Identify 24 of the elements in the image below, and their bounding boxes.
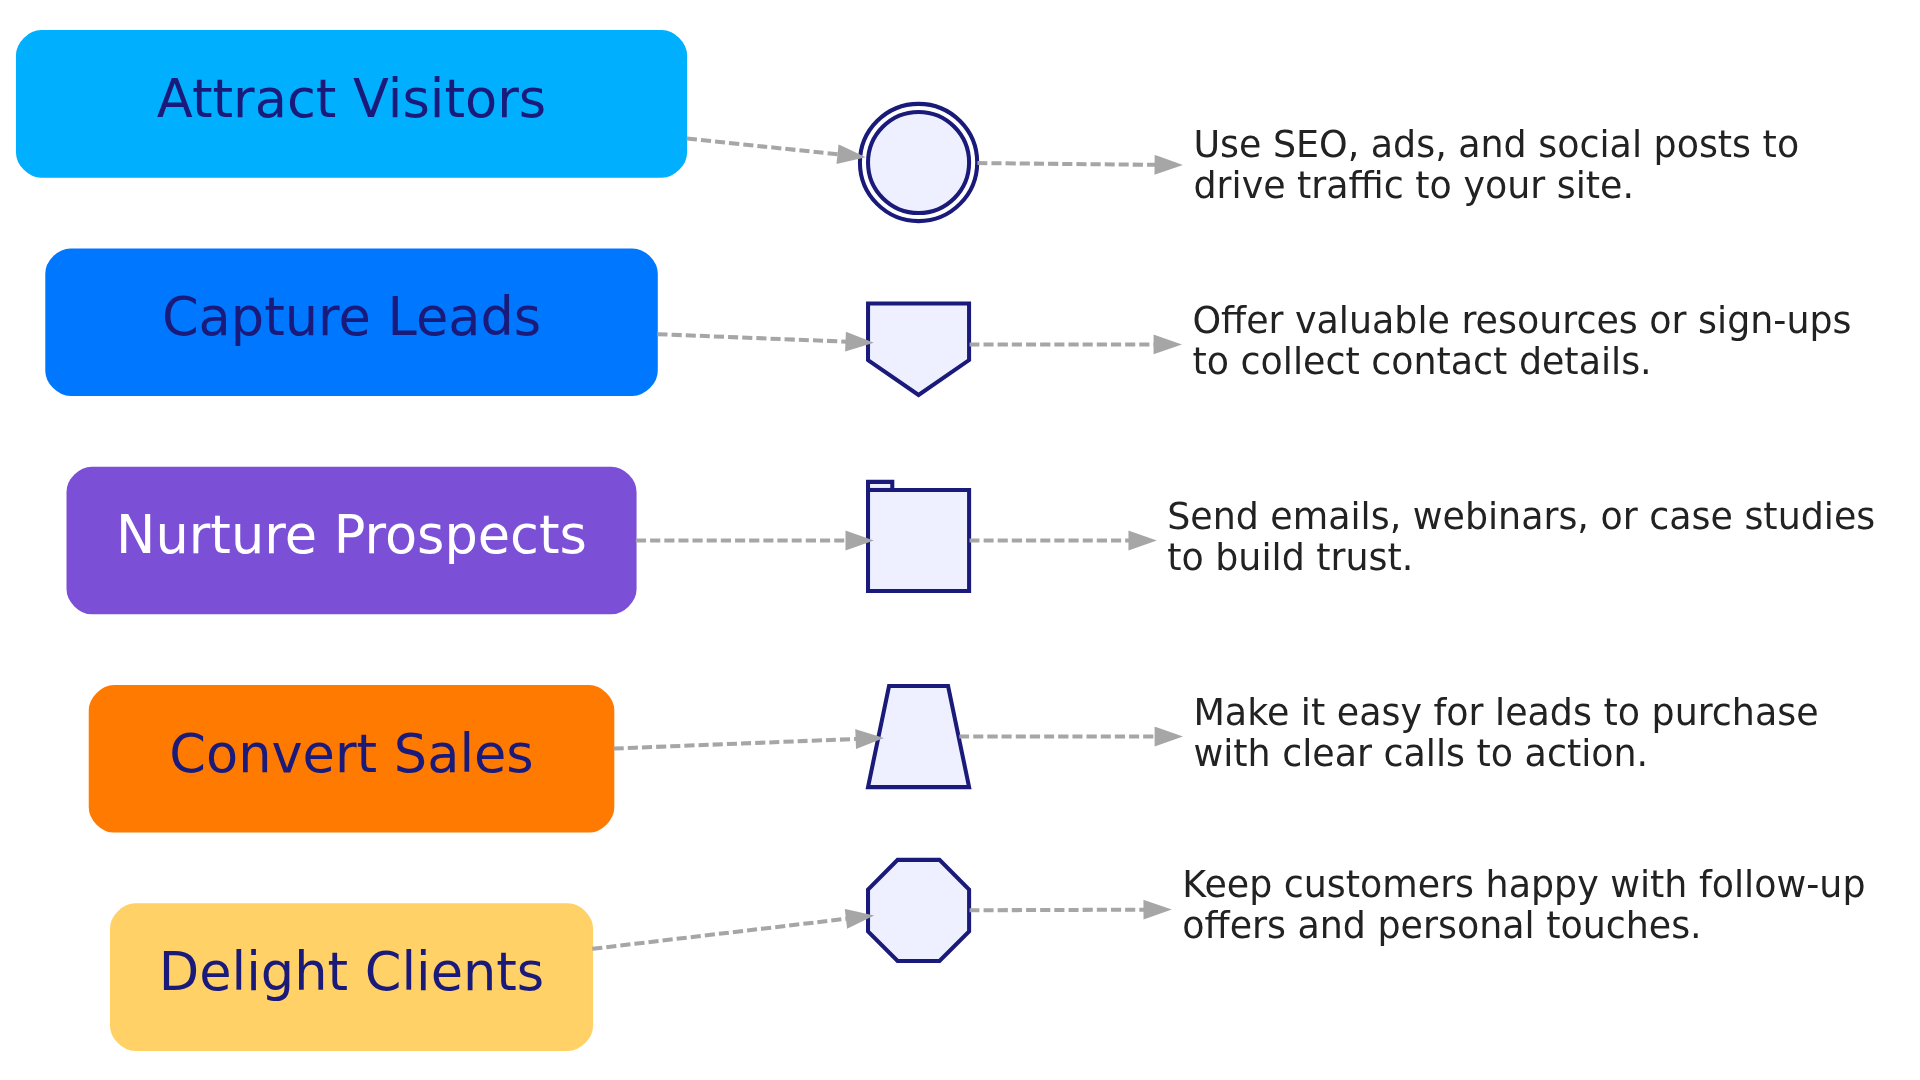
arrow <box>613 728 884 751</box>
node-text: Offer valuable resources or sign-ups to collect contact details. <box>1192 298 1852 383</box>
arrow <box>592 908 875 951</box>
node-text: Make it easy for leads to purchase with clear calls to action. <box>1193 690 1819 775</box>
node-box: Convert Sales <box>88 684 615 833</box>
arrow <box>977 154 1183 175</box>
node-box: Attract Visitors <box>15 29 688 178</box>
node-box: Nurture Prospects <box>66 466 637 614</box>
node-magnet <box>866 301 972 397</box>
arrow <box>657 331 874 352</box>
arrow <box>969 334 1182 354</box>
node-box: Delight Clients <box>109 902 594 1051</box>
node-globe <box>857 101 980 223</box>
arrow <box>959 726 1183 746</box>
arrow <box>686 136 866 164</box>
arrow <box>635 530 874 550</box>
arrow <box>969 899 1172 920</box>
node-cart <box>865 683 972 789</box>
node-handshake <box>866 857 972 963</box>
node-text: Send emails, webinars, or case studies to build trust. <box>1167 494 1876 579</box>
arrow <box>969 530 1157 550</box>
node-text: Use SEO, ads, and social posts to drive traffic to your site. <box>1193 122 1800 207</box>
node-text: Keep customers happy with follow-up offers and personal touches. <box>1182 862 1866 947</box>
node-box: Capture Leads <box>45 247 658 396</box>
